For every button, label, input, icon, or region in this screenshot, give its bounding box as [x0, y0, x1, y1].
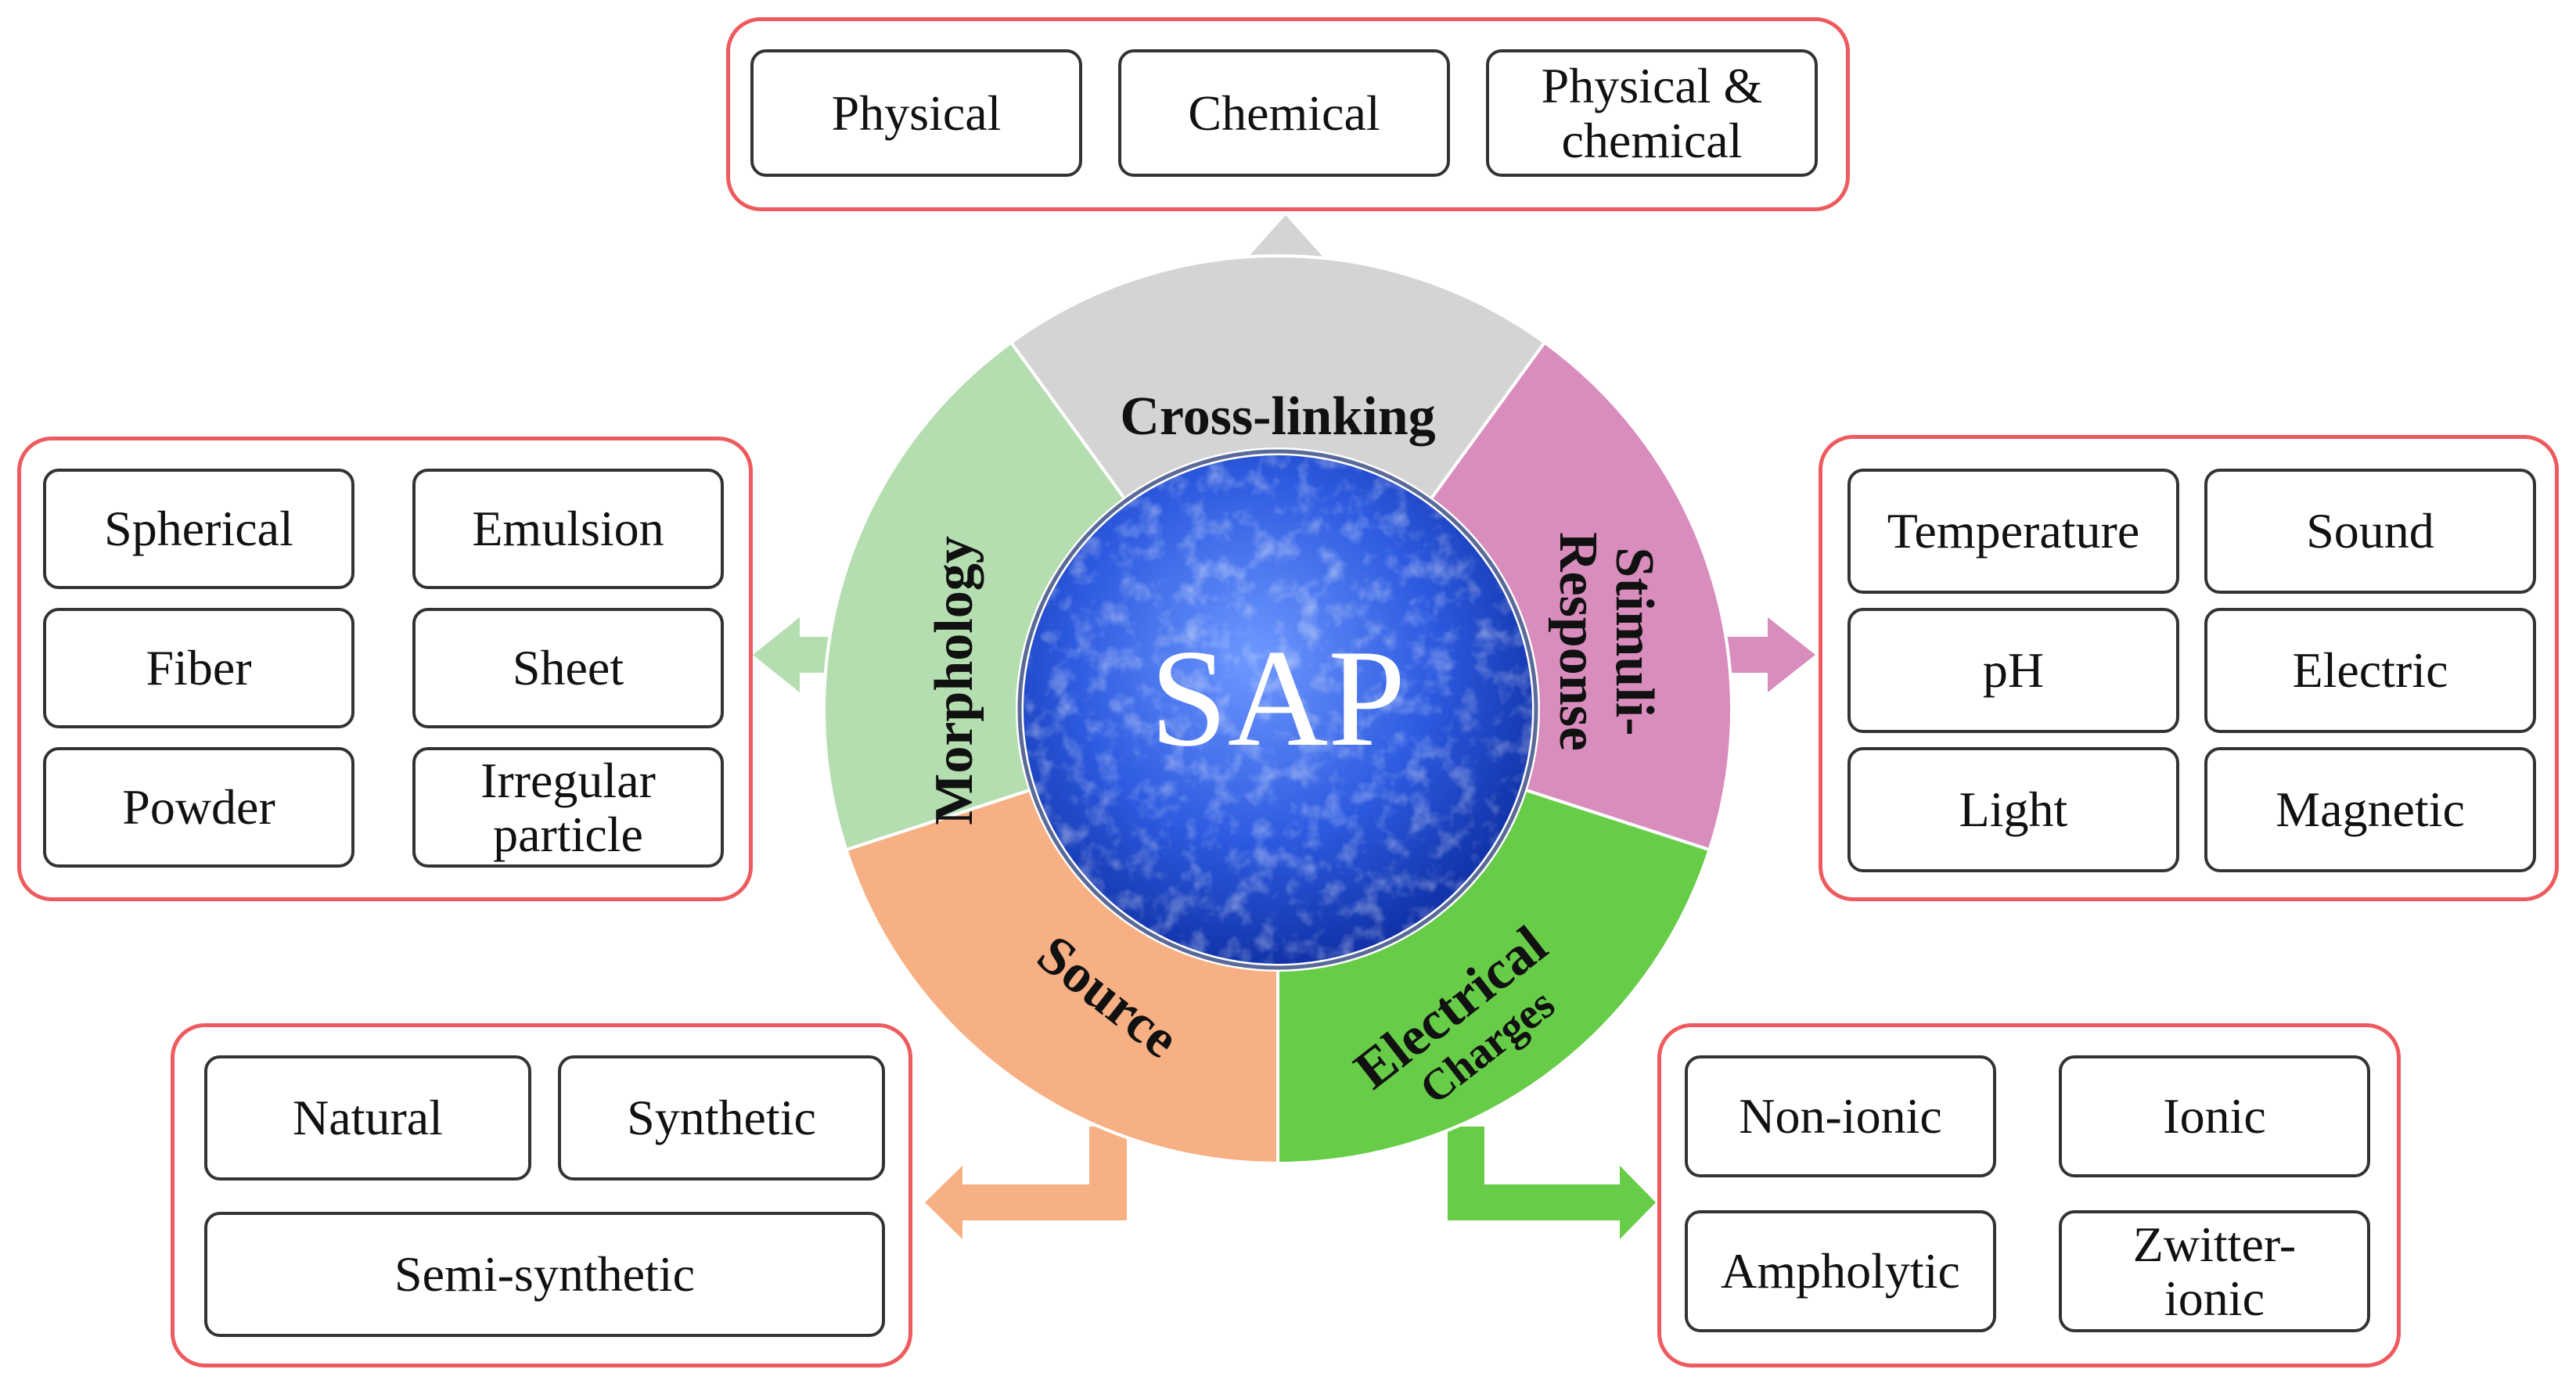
chip-physical: Physical — [750, 49, 1082, 177]
segment-label-stimuli-line1: Stimuli- — [1604, 547, 1664, 735]
chip-non-ionic: Non-ionic — [1685, 1055, 1996, 1177]
group-stimuli-response: Temperature Sound pH Electric Light Magn… — [1819, 435, 2559, 901]
arrow-to-stimuli — [1719, 617, 1815, 692]
center-rim — [1017, 449, 1538, 970]
group-crosslinking: Physical Chemical Physical & chemical — [726, 17, 1850, 211]
chip-fiber: Fiber — [43, 608, 354, 728]
arrow-to-electrical — [1448, 1127, 1656, 1239]
category-ring — [822, 254, 1733, 1166]
chip-ampholytic: Ampholytic — [1685, 1210, 1996, 1332]
group-source: Natural Synthetic Semi-synthetic — [171, 1023, 912, 1367]
chip-light: Light — [1847, 747, 2179, 872]
chip-temperature: Temperature — [1847, 469, 2179, 594]
chip-electric: Electric — [2204, 608, 2536, 733]
chip-ph: pH — [1847, 608, 2179, 733]
segment-label-crosslinking: Cross-linking — [1120, 386, 1435, 447]
chip-magnetic: Magnetic — [2204, 747, 2536, 872]
chip-powder: Powder — [43, 747, 354, 868]
center-label: SAP — [1150, 620, 1406, 775]
chip-irregular-particle: Irregular particle — [412, 747, 724, 868]
segment-label-morphology: Morphology — [924, 536, 984, 825]
group-electrical-charges: Non-ionic Ionic Ampholytic Zwitter- ioni… — [1657, 1023, 2401, 1367]
chip-spherical: Spherical — [43, 469, 354, 589]
chip-chemical: Chemical — [1118, 49, 1450, 177]
center-crystal-texture — [1024, 455, 1532, 964]
group-morphology: Spherical Emulsion Fiber Sheet Powder Ir… — [17, 437, 753, 901]
chip-ionic: Ionic — [2059, 1055, 2370, 1177]
chip-sheet: Sheet — [412, 608, 724, 728]
chip-synthetic: Synthetic — [558, 1055, 885, 1181]
chip-sound: Sound — [2204, 469, 2536, 594]
chip-natural: Natural — [204, 1055, 531, 1181]
chip-zwitter-ionic: Zwitter- ionic — [2059, 1210, 2370, 1332]
segment-label-stimuli-line2: Response — [1548, 532, 1608, 751]
arrow-to-source — [925, 1127, 1127, 1239]
chip-emulsion: Emulsion — [412, 469, 724, 589]
chip-physical-and-chemical: Physical & chemical — [1486, 49, 1818, 177]
chip-semi-synthetic: Semi-synthetic — [204, 1212, 885, 1337]
